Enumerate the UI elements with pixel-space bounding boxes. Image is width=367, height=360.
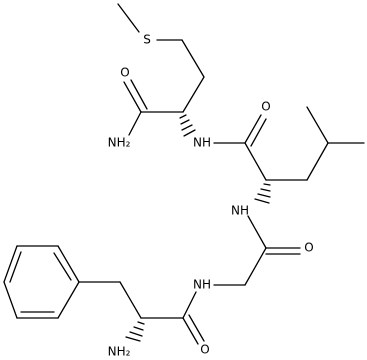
bond-carbonyl-ch2 [244,247,267,286]
amide-nh-label-low: NH [193,278,211,292]
bond-carbonyl-o2-2 [250,118,267,147]
amine-label-bottom: NH₂ [108,345,131,359]
bond-carbonyl-nh2 [128,111,142,136]
bond-carbonyl-o4-1 [182,317,199,345]
bond-carbonyl-o4-2 [188,314,205,342]
ring-bond-3 [3,245,18,283]
bond-ch-methyl-1 [306,106,329,144]
stereo-hash-5 [263,183,271,186]
amide-nh-label-top: NH [193,136,211,150]
stereo-hash-4 [183,129,196,137]
leucine-residue [213,106,365,204]
bond-carbonyl-o-1 [123,81,142,113]
bond-calpha-ch2-phe [119,281,142,319]
phenylalanine-residue [78,281,205,345]
ring-double-2 [9,251,22,283]
stereo-hash-3 [181,124,193,131]
methionine-side-chain [117,3,205,113]
bond-carbonyl-o2-1 [244,114,262,144]
oxygen-label-2: O [261,100,270,114]
stereo-hash-2 [180,119,190,125]
bond-nh-carbonyl-3 [247,215,267,249]
bond-methyl-s [117,3,140,33]
bond-ch2-ch [306,142,329,181]
oxygen-label-4: O [200,343,209,357]
bond-nh-carbonyl-4 [182,291,197,319]
ring-bond-6 [57,281,80,319]
stereo-hash-11 [129,331,143,337]
amide-nh-label-mid: NH [231,204,249,218]
ring-bond-1 [57,245,80,283]
sulfur-label: S [143,33,151,47]
stereo-hash-12 [125,336,141,342]
bond-carbonyl-calpha [244,142,267,181]
oxygen-label-1: O [120,66,129,80]
oxygen-label-3: O [304,241,313,255]
stereo-hash-7 [257,193,271,198]
stereo-hash-9 [137,321,145,325]
stereo-hash-6 [260,188,271,192]
stereo-hash-1 [179,114,187,119]
benzene-ring [3,245,80,319]
bond-ch2-ch2 [181,39,205,78]
ring-double-1 [53,252,72,281]
stereo-hash-8 [254,198,270,204]
ring-bond-4 [3,281,18,319]
glycine-residue [213,215,301,286]
stereo-hash-10 [133,326,144,331]
methionine-amide [123,79,196,137]
bond-ch2-calpha [182,76,205,113]
amine-label-top: NH₂ [108,136,131,150]
bond-carbonyl-o-2 [130,79,148,110]
